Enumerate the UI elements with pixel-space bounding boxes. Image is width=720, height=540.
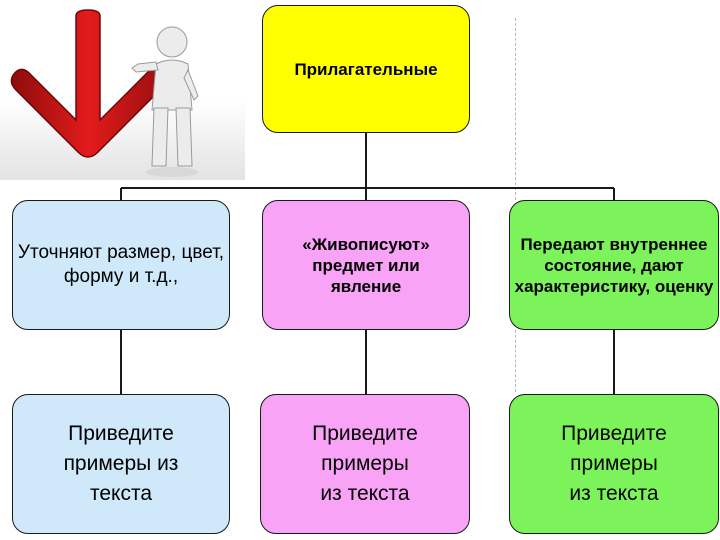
node-examples-2: Приведите примеры из текста <box>260 394 470 534</box>
pointing-person-icon <box>131 26 199 177</box>
node-label: Приведите примеры из текста <box>561 422 667 505</box>
node-size-color-form: Уточняют размер, цвет, форму и т.д., <box>12 200 230 330</box>
node-inner-state: Передают внутреннее состояние, дают хара… <box>509 200 719 330</box>
root-node: Прилагательные <box>262 5 470 133</box>
node-label: Передают внутреннее состояние, дают хара… <box>514 234 714 296</box>
node-label: Приведите примеры из текста <box>312 422 418 505</box>
node-label: «Живописуют» предмет или явление <box>302 234 430 296</box>
guide-line <box>515 18 516 200</box>
guide-line <box>515 330 516 392</box>
node-examples-3: Приведите примеры из текста <box>509 394 719 534</box>
node-examples-1: Приведите примеры из текста <box>12 394 230 534</box>
node-label: Приведите примеры из текста <box>63 422 179 505</box>
node-label: Уточняют размер, цвет, форму и т.д., <box>17 242 225 287</box>
root-label: Прилагательные <box>294 59 438 79</box>
illustration <box>0 0 245 180</box>
node-picturesque: «Живописуют» предмет или явление <box>262 200 470 330</box>
